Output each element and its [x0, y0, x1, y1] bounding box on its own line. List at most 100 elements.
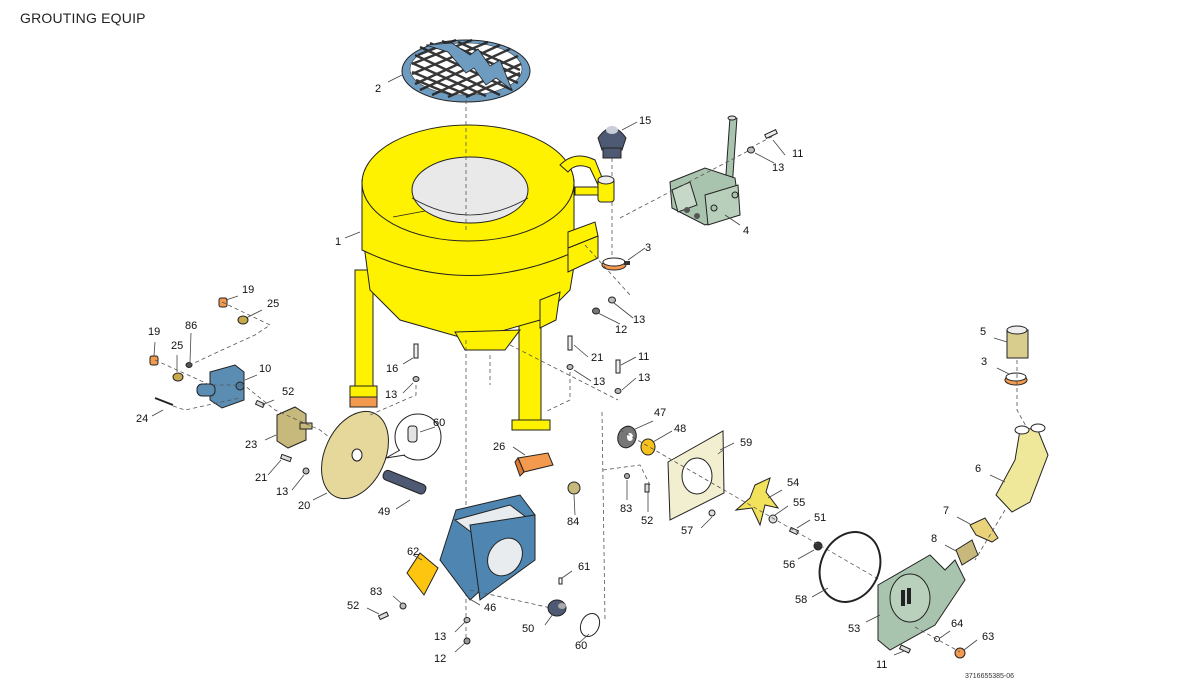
callout-24[interactable]: 24: [136, 413, 148, 425]
callout-52-bottom[interactable]: 52: [347, 600, 359, 612]
washer-part-13: [566, 364, 574, 370]
grating-part-2: [401, 38, 531, 103]
callout-7[interactable]: 7: [943, 505, 949, 517]
callout-16[interactable]: 16: [386, 363, 398, 375]
callout-86[interactable]: 86: [185, 320, 197, 332]
callout-1[interactable]: 1: [335, 236, 341, 248]
callout-63[interactable]: 63: [982, 631, 994, 643]
callout-57[interactable]: 57: [681, 525, 693, 537]
nozzle-part-7: [969, 517, 999, 543]
diagram-title: GROUTING EQUIP: [20, 10, 146, 26]
callout-48[interactable]: 48: [674, 423, 686, 435]
callout-3-right[interactable]: 3: [981, 356, 987, 368]
screw-part-57: [708, 509, 716, 517]
bolt-part-21: [567, 335, 573, 351]
callout-4[interactable]: 4: [743, 225, 749, 237]
callout-15[interactable]: 15: [639, 115, 651, 127]
lever-assembly-part-4: [669, 115, 741, 226]
callout-3-upper[interactable]: 3: [645, 242, 651, 254]
callout-46[interactable]: 46: [484, 602, 496, 614]
callout-61[interactable]: 60: [575, 640, 587, 652]
callout-25-upper[interactable]: 25: [267, 298, 279, 310]
callout-54[interactable]: 54: [787, 477, 799, 489]
callout-20[interactable]: 20: [298, 500, 310, 512]
callout-11-mid[interactable]: 11: [638, 351, 649, 363]
callout-21-left[interactable]: 21: [255, 472, 267, 484]
callout-12-bottom[interactable]: 12: [434, 653, 446, 665]
bolt-part-21: [279, 453, 293, 463]
callout-83-right[interactable]: 83: [620, 503, 632, 515]
assembly-line: [469, 589, 561, 611]
cover-plate-part-62: [406, 552, 439, 596]
callout-11-bottom[interactable]: 11: [876, 659, 887, 671]
guard-part-26: [514, 452, 554, 477]
callout-60-lower[interactable]: 61: [578, 561, 590, 573]
motor-part-10: [196, 364, 245, 409]
callout-5[interactable]: 5: [980, 326, 986, 338]
callout-13-bracket[interactable]: 13: [633, 314, 645, 326]
callout-55[interactable]: 55: [793, 497, 805, 509]
hose-y-part-6: [995, 423, 1049, 513]
callout-23[interactable]: 23: [245, 439, 257, 451]
callout-52-left[interactable]: 52: [282, 386, 294, 398]
screw-part-52: [644, 483, 650, 493]
wear-plate-part-59: [667, 430, 725, 521]
washer-part-13: [747, 146, 755, 154]
pin-part-60: [558, 577, 563, 585]
callout-84[interactable]: 84: [567, 516, 579, 528]
bolt-part-11: [898, 644, 912, 654]
callout-13-mid-right[interactable]: 13: [638, 372, 650, 384]
callout-56[interactable]: 56: [783, 559, 795, 571]
gearbox-part-23: [276, 406, 313, 449]
assembly-line: [749, 134, 776, 149]
oring-part-61: [579, 612, 601, 638]
callout-26[interactable]: 26: [493, 441, 505, 453]
fitting-part-25: [172, 372, 184, 382]
callout-19-upper[interactable]: 19: [242, 284, 254, 296]
callout-60-bubble[interactable]: 60: [433, 417, 445, 429]
washer-part-13: [463, 617, 471, 623]
assembly-line: [189, 301, 271, 366]
callout-6[interactable]: 6: [975, 463, 981, 475]
callout-52-right[interactable]: 52: [641, 515, 653, 527]
callout-83-left[interactable]: 83: [370, 586, 382, 598]
callout-47[interactable]: 47: [654, 407, 666, 419]
callout-50[interactable]: 50: [522, 623, 534, 635]
callout-58[interactable]: 58: [795, 594, 807, 606]
callout-12-bracket[interactable]: 12: [615, 324, 627, 336]
callout-19-lower[interactable]: 19: [148, 326, 160, 338]
bearing-part-84: [567, 481, 581, 495]
callout-25-lower[interactable]: 25: [171, 340, 183, 352]
callout-21-mid[interactable]: 21: [591, 352, 603, 364]
washer-part-13: [608, 296, 616, 304]
assembly-line: [601, 411, 606, 621]
callout-53[interactable]: 53: [848, 623, 860, 635]
callout-13-left[interactable]: 13: [276, 486, 288, 498]
oring-part-64: [934, 636, 940, 642]
bolt-part-16: [413, 343, 419, 359]
detail-bubble-60: [385, 413, 442, 461]
callout-13-mid[interactable]: 13: [593, 376, 605, 388]
callout-10[interactable]: 10: [259, 363, 271, 375]
assembly-line: [1016, 360, 1028, 429]
impeller-part-54: [734, 477, 780, 527]
callout-51[interactable]: 51: [814, 512, 826, 524]
callout-13-bottom[interactable]: 13: [434, 631, 446, 643]
tank-part-1: [349, 124, 615, 431]
fitting-part-86: [185, 362, 193, 368]
assembly-line: [974, 509, 1006, 561]
callout-64[interactable]: 64: [951, 618, 963, 630]
washer-part-13: [412, 376, 420, 382]
callout-8[interactable]: 8: [931, 533, 937, 545]
callout-49[interactable]: 49: [378, 506, 390, 518]
callout-11-top[interactable]: 11: [792, 148, 803, 160]
callout-13-mid-left[interactable]: 13: [385, 389, 397, 401]
gasket-part-47: [617, 425, 637, 449]
callout-labels: 2 1 15 3 4 11 13 13 12 19 25 19 25 86 10…: [136, 83, 994, 671]
callout-62[interactable]: 62: [407, 546, 419, 558]
callout-13-top[interactable]: 13: [772, 162, 784, 174]
callout-59[interactable]: 59: [740, 437, 752, 449]
callout-2[interactable]: 2: [375, 83, 381, 95]
leader-lines: [151, 74, 1010, 656]
